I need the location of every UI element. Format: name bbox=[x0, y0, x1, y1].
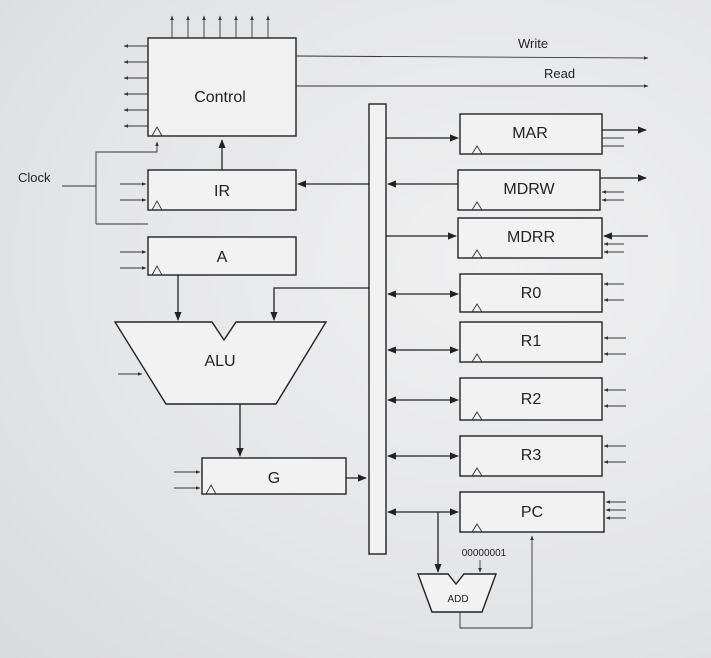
adder-constant: 00000001 bbox=[462, 548, 507, 559]
g-label: G bbox=[268, 470, 280, 487]
ir-register: IR bbox=[120, 139, 297, 211]
alu-label: ALU bbox=[204, 353, 235, 370]
a-label: A bbox=[217, 249, 228, 266]
alu-unit: ALU bbox=[113, 287, 369, 457]
write-read-signals: Write Read bbox=[295, 36, 649, 88]
mdrr-label: MDRR bbox=[507, 229, 555, 246]
ir-label: IR bbox=[214, 183, 230, 200]
pc-incrementer: ADD 00000001 bbox=[416, 512, 534, 629]
r1-register: R1 bbox=[387, 321, 626, 363]
r2-register: R2 bbox=[387, 377, 626, 421]
r0-register: R0 bbox=[387, 273, 624, 313]
control-label: Control bbox=[194, 89, 246, 106]
mar-label: MAR bbox=[512, 125, 548, 142]
r3-register: R3 bbox=[387, 435, 626, 477]
control-outputs-left bbox=[123, 44, 148, 128]
clock-wiring: Clock bbox=[18, 141, 159, 225]
r1-label: R1 bbox=[521, 333, 542, 350]
r3-label: R3 bbox=[521, 447, 542, 464]
pc-register: PC bbox=[387, 491, 626, 533]
a-register: A bbox=[120, 236, 297, 321]
control-outputs-top bbox=[170, 15, 270, 38]
write-label: Write bbox=[518, 36, 548, 51]
r0-label: R0 bbox=[521, 285, 542, 302]
clock-label: Clock bbox=[18, 170, 51, 185]
system-bus bbox=[297, 103, 387, 555]
control-block: Control bbox=[147, 37, 297, 137]
pc-label: PC bbox=[521, 504, 543, 521]
r2-label: R2 bbox=[521, 391, 542, 408]
mdrw-label: MDRW bbox=[503, 181, 555, 198]
mar-register: MAR bbox=[386, 113, 647, 155]
read-label: Read bbox=[544, 66, 575, 81]
g-register: G bbox=[174, 457, 367, 495]
mdrr-register: MDRR bbox=[386, 217, 648, 259]
mdrw-register: MDRW bbox=[387, 169, 647, 211]
adder-label: ADD bbox=[447, 594, 468, 605]
